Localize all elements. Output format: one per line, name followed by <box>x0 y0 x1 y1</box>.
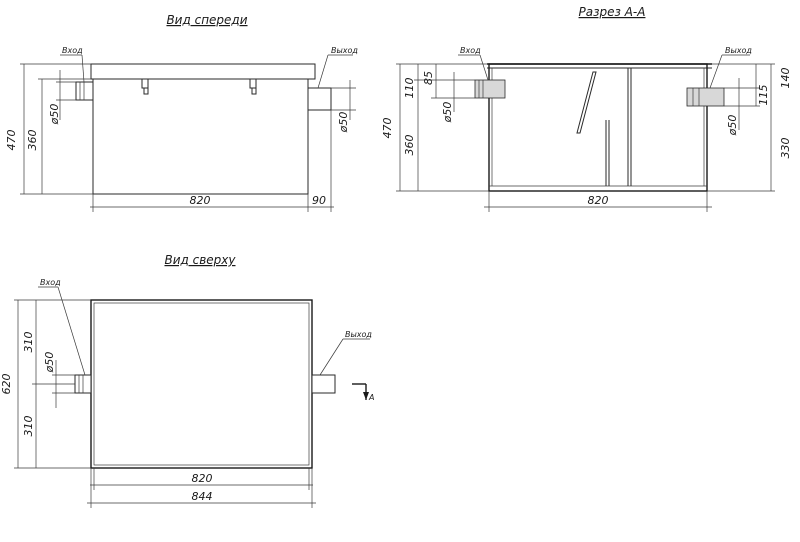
front-width-dim: 820 <box>190 194 211 207</box>
top-height-total-dim: 620 <box>0 374 13 395</box>
front-outlet-diameter-dim: ø50 <box>337 112 350 134</box>
section-outlet-pipe <box>686 87 725 107</box>
section-inlet-pipe <box>474 79 506 99</box>
front-inlet-diameter-dim: ø50 <box>48 104 61 126</box>
top-inlet-label: Вход <box>40 278 61 287</box>
section-inlet-top-dim: 110 <box>403 78 416 99</box>
front-inlet-label: Вход <box>62 46 83 55</box>
front-inlet-pipe <box>75 81 94 101</box>
top-body-inner <box>93 302 310 466</box>
front-height-total-dim: 470 <box>5 130 18 151</box>
top-width-inner-dim: 820 <box>192 472 213 485</box>
top-outlet-label: Выход <box>345 330 372 339</box>
section-view: Разрез А-А Вход Выход <box>381 5 792 212</box>
section-outlet-offset-dim: 115 <box>757 85 770 106</box>
section-cut-mark <box>352 383 369 400</box>
section-cut-label: А <box>368 393 374 402</box>
section-inlet-offset-dim: 85 <box>422 71 435 85</box>
section-outlet-top-dim: 140 <box>779 68 792 89</box>
top-view-title: Вид сверху <box>164 253 236 267</box>
front-handle-left <box>141 78 149 95</box>
front-outlet-label: Выход <box>331 46 358 55</box>
section-height-body-dim: 360 <box>403 135 416 156</box>
front-outlet-pipe <box>307 87 332 111</box>
section-outlet-height-dim: 330 <box>779 138 792 159</box>
section-width-dim: 820 <box>588 194 609 207</box>
front-view: Вид спереди Вход Выход <box>5 13 358 212</box>
front-height-body-dim: 360 <box>26 130 39 151</box>
section-height-total-dim: 470 <box>381 118 394 139</box>
front-handle-right <box>249 78 257 95</box>
top-inlet-diameter-dim: ø50 <box>43 352 56 374</box>
front-body <box>92 78 309 195</box>
front-outlet-length-dim: 90 <box>312 194 326 207</box>
top-width-outer-dim: 844 <box>192 490 213 503</box>
top-inlet-pipe <box>74 374 92 394</box>
front-lid <box>90 63 316 80</box>
top-view: Вид сверху Вход Выход А <box>0 253 374 508</box>
section-inlet-diameter-dim: ø50 <box>441 102 454 124</box>
section-inclined-baffle <box>576 71 597 134</box>
top-body-outer <box>90 299 313 469</box>
top-outlet-pipe <box>311 374 336 394</box>
top-upper-dim: 310 <box>22 332 35 353</box>
section-outlet-diameter-dim: ø50 <box>726 115 739 137</box>
section-view-title: Разрез А-А <box>579 5 646 19</box>
section-inlet-label: Вход <box>460 46 481 55</box>
section-outlet-label: Выход <box>725 46 752 55</box>
front-view-title: Вид спереди <box>166 13 247 27</box>
section-body <box>488 63 708 192</box>
top-lower-dim: 310 <box>22 416 35 437</box>
